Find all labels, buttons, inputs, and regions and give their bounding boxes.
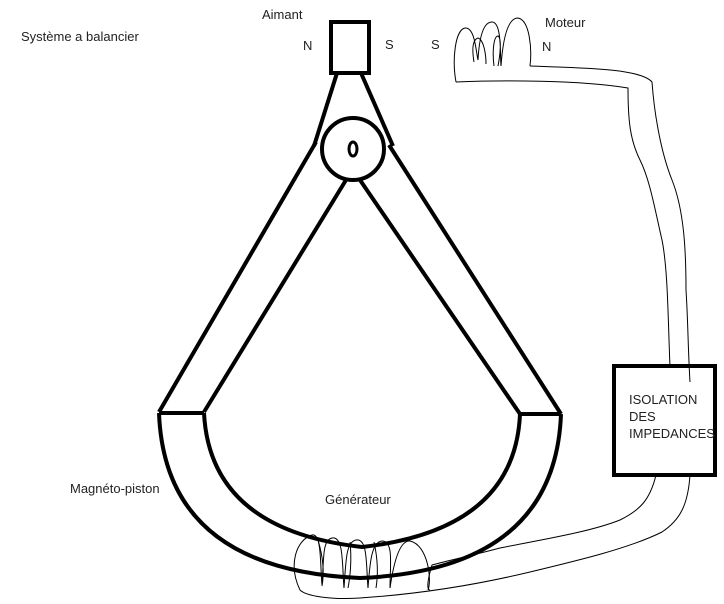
generator-coil [293,534,430,591]
generator-coil-strands [317,539,378,589]
motor-wire-outer [455,80,671,368]
magnet-north-label: N [303,38,313,53]
magneto-piston-outer-arc [157,412,563,581]
system-title: Système a balancier [21,29,139,44]
isolation-line-3: IMPEDANCES [629,426,715,441]
magneto-piston-inner-arc [202,412,522,550]
left-arm-outer [157,140,318,414]
upper-arm-right [359,72,395,147]
isolation-box [612,364,717,477]
right-arm-outer [387,143,563,416]
isolation-box-text: ISOLATION DES IMPEDANCES [629,391,715,442]
motor-label: Moteur [545,15,586,30]
magnet-block [329,20,371,75]
motor-coil [453,17,532,83]
magnet-south-label: S [385,37,394,52]
magnet-label: Aimant [262,7,303,22]
pivot-circle [320,116,386,182]
motor-south-label: S [431,37,440,52]
generator-label: Générateur [325,492,391,507]
generator-wire-inner [299,474,691,599]
generator-wire-outer [427,474,657,591]
pivot-axle [347,140,359,158]
right-arm-inner [358,178,522,416]
motor-wire-inner [529,65,691,383]
upper-arm-left [312,72,339,147]
motor-north-label: N [542,39,552,54]
magneto-piston-label: Magnéto-piston [70,481,160,496]
left-arm-inner [202,178,348,414]
isolation-line-2: DES [629,409,656,424]
isolation-line-1: ISOLATION [629,392,698,407]
